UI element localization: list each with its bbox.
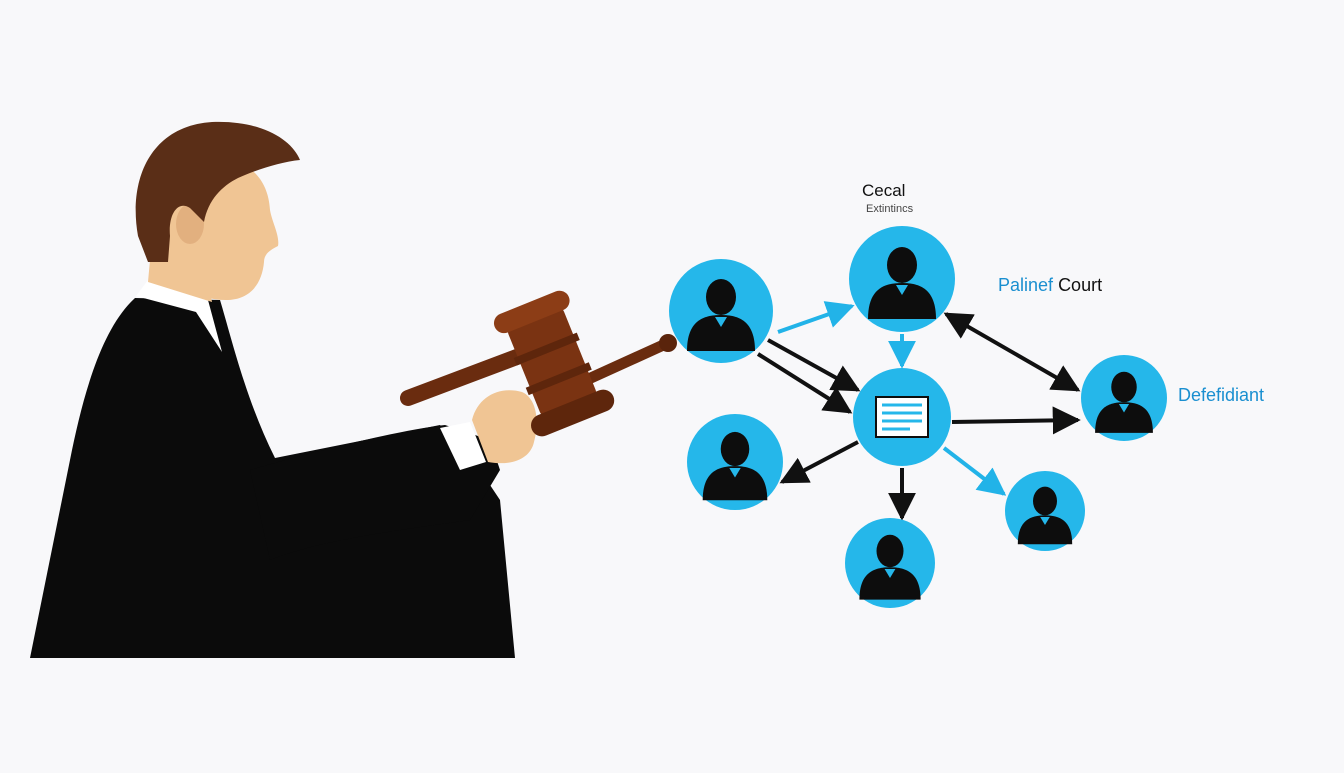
arrow-top-to-right	[943, 312, 1081, 392]
arrow-topleft-to-top	[777, 301, 855, 334]
shirt-cuff	[440, 422, 486, 470]
arrow-center-to-right	[951, 406, 1081, 435]
node-bottom	[845, 518, 935, 608]
court-label: Palinef Court	[998, 276, 1102, 294]
arrow-center-to-bottomright	[942, 446, 1007, 496]
court-label-word1: Palinef	[998, 275, 1054, 295]
diagram-subtitle: Extintincs	[866, 203, 914, 215]
node-top	[849, 226, 955, 332]
robe-sleeve	[250, 425, 500, 560]
hair	[135, 121, 300, 262]
node-bottom-right	[1005, 471, 1085, 551]
court-label-word2: Court	[1058, 275, 1103, 295]
hand	[472, 390, 537, 464]
arrows	[756, 301, 1081, 521]
diagram-title: Cecal	[862, 181, 906, 200]
node-top-left	[669, 259, 773, 363]
document-icon	[875, 396, 929, 438]
arrow-center-to-left	[779, 440, 859, 484]
node-left	[687, 414, 783, 510]
arrow-topleft-to-center-1	[767, 338, 861, 392]
gavel-icon	[400, 290, 677, 437]
arrow-topleft-to-center-2	[756, 352, 853, 414]
judge-figure	[30, 121, 537, 658]
node-center	[853, 368, 951, 466]
node-right	[1081, 355, 1167, 441]
defendant-label: Defefidiant	[1178, 385, 1265, 405]
